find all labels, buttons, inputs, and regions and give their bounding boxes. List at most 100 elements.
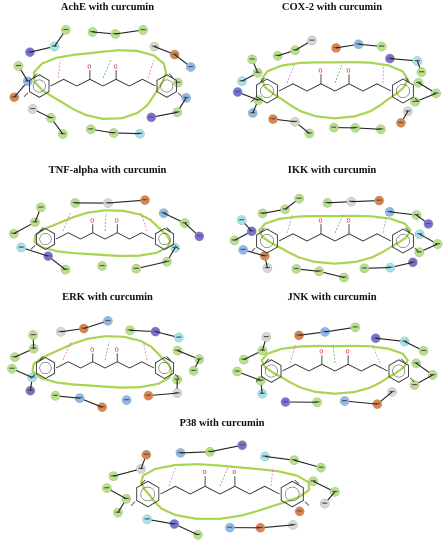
interaction-line [286, 214, 293, 234]
substituent-bond [250, 97, 256, 103]
residue-label-mark [99, 264, 105, 267]
residue-label-mark [435, 243, 441, 245]
ligand-linker [282, 363, 388, 372]
residue-label-mark [322, 502, 328, 504]
residue-label-mark [174, 111, 180, 113]
residue-label-mark [410, 261, 416, 263]
residue-label-mark [416, 81, 422, 83]
substituent-bond [260, 227, 265, 233]
aromatic-ring [388, 359, 409, 383]
backbone-link [375, 337, 405, 343]
panel-title-ikk: IKK with curcumin [287, 165, 377, 176]
residue-label-mark [387, 57, 393, 59]
aromatic-ring-inner [260, 84, 274, 98]
aromatic-ring-inner [160, 79, 174, 93]
ligand-linker [160, 485, 280, 495]
oxygen-atom: O [232, 470, 236, 476]
residue-label-mark [291, 459, 297, 461]
residue-label-mark [389, 390, 395, 393]
aromatic-ring [154, 227, 175, 251]
interaction-line [286, 64, 295, 84]
residue-label-mark [124, 399, 130, 401]
residue-label-mark [30, 334, 36, 336]
residue-label-mark [413, 362, 419, 364]
panel-title-erk: ERK with curcumin [62, 292, 153, 303]
residue-label-mark [413, 214, 419, 216]
residue-label-mark [376, 199, 382, 201]
substituent-bond [166, 227, 171, 232]
residue-label-mark [143, 453, 149, 455]
aromatic-ring-inner [158, 232, 171, 246]
aromatic-ring [29, 74, 50, 98]
aromatic-ring-inner [158, 361, 171, 375]
residue-label-mark [398, 121, 404, 124]
residue-label-mark [361, 267, 367, 269]
aromatic-ring-inner [264, 364, 278, 378]
substituent-bond [140, 479, 146, 485]
substituent-bond [260, 77, 265, 83]
residue-label-mark [161, 212, 167, 214]
residue-label-mark [104, 487, 110, 489]
interaction-line [140, 212, 148, 232]
substituent-bond [23, 92, 29, 98]
residue-label-mark [18, 246, 24, 248]
residue-label-mark [172, 246, 178, 249]
residue-label-mark [9, 367, 15, 369]
aromatic-ring [261, 359, 282, 383]
residue-label-mark [142, 199, 148, 201]
interaction-line [334, 214, 344, 234]
oxygen-atom: O [347, 218, 351, 224]
backbone-link [209, 444, 243, 453]
aromatic-ring [35, 227, 56, 251]
ligand-linker [55, 361, 155, 369]
residue-label-mark [172, 53, 178, 55]
aromatic-ring [35, 356, 56, 380]
residue-label-mark [15, 64, 21, 67]
substituent-bond [32, 73, 38, 78]
substituent-bond [255, 377, 261, 383]
backbone-link [107, 199, 145, 204]
backbone-link [344, 400, 378, 405]
residue-label-mark [90, 30, 96, 33]
residue-label-mark [88, 128, 94, 130]
residue-label-mark [293, 267, 299, 270]
residue-label-mark [414, 59, 420, 62]
substituent-bond [414, 247, 420, 253]
substituent-bond [250, 247, 256, 253]
residue-label-mark [332, 490, 338, 493]
residue-label-mark [402, 340, 408, 342]
residue-label-mark [412, 100, 418, 103]
interaction-line [104, 341, 110, 361]
panel-title-p38: P38 with curcumin [179, 418, 265, 429]
interaction-line [270, 467, 274, 487]
residue-label-mark [145, 394, 151, 396]
substituent-bond [174, 245, 180, 250]
panel-title-tnf-alpha: TNF-alpha with curcumin [48, 165, 167, 176]
residue-label-mark [227, 526, 233, 528]
substituent-bond [130, 501, 136, 506]
oxygen-atom: O [347, 68, 351, 74]
interaction-line [147, 59, 155, 79]
oxygen-atom: O [346, 350, 350, 356]
residue-label-mark [176, 336, 182, 338]
oxygen-atom: O [87, 65, 91, 71]
aromatic-ring [392, 228, 414, 254]
oxygen-atom: O [114, 65, 118, 71]
substituent-bond [174, 374, 180, 379]
aromatic-ring-inner [284, 486, 300, 502]
aromatic-ring-inner [39, 232, 52, 246]
residue-label-mark [418, 71, 424, 73]
interaction-line [102, 59, 112, 79]
residue-label-mark [296, 197, 302, 199]
panel-title-ache: AchE with curcumin [60, 2, 155, 13]
backbone-link [324, 326, 356, 333]
ligand-linker [278, 233, 392, 242]
residue-label-mark [331, 126, 337, 128]
residue-label-mark [183, 96, 189, 99]
